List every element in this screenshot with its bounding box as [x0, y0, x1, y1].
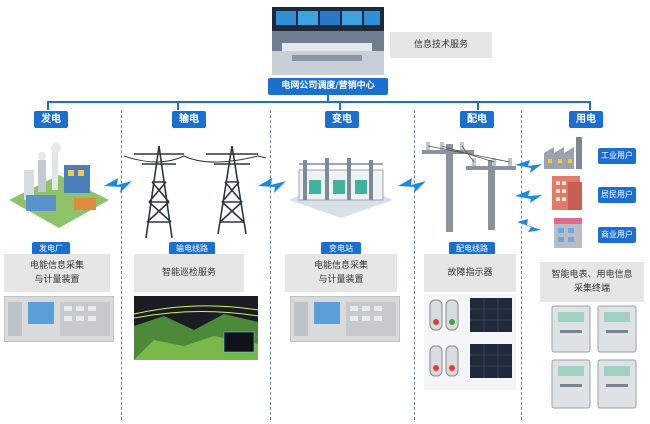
- center-title: 电网公司调度/营销中心: [268, 78, 388, 95]
- user-industrial: 工业用户: [598, 148, 636, 164]
- distribution-pole: [420, 138, 518, 234]
- power-plant-illustration: [4, 140, 114, 240]
- tag-power-plant: 发电厂: [32, 242, 70, 255]
- stage-substation-label: 变电: [332, 114, 352, 125]
- user-residential: 居民用户: [598, 187, 636, 203]
- connector-tree: [47, 95, 591, 110]
- center-title-text: 电网公司调度/营销中心: [281, 81, 375, 91]
- stage-generation-label: 发电: [41, 114, 61, 125]
- stage-generation: 发电: [34, 111, 68, 128]
- service-transmission-text: 智能巡检服务: [161, 268, 216, 278]
- substation-illustration: [285, 150, 397, 218]
- meter-cabinet-photo-2: [290, 296, 400, 342]
- bolt-icon-3: [398, 178, 426, 193]
- residential-building-icon: [548, 172, 586, 212]
- stage-consumption: 用电: [569, 111, 603, 128]
- tag-transmission-line-text: 输电线路: [176, 244, 208, 253]
- stage-transmission: 输电: [172, 111, 206, 128]
- service-box-power-plant: 电能信息采集 与计量装置: [4, 254, 110, 292]
- info-service-label: 信息技术服务: [413, 40, 468, 50]
- service-substation-line1: 电能信息采集: [313, 261, 368, 271]
- service-consumption-line2: 采集终端: [573, 284, 610, 294]
- meter-cabinet-photo-1: [4, 296, 114, 342]
- commercial-building-icon: [548, 212, 588, 252]
- tag-distribution-line: 配电线路: [449, 242, 495, 255]
- user-industrial-label: 工业用户: [601, 151, 633, 160]
- separator-1: [121, 110, 122, 420]
- service-substation-line2: 与计量装置: [318, 275, 364, 285]
- smart-meter-photo: [546, 304, 642, 412]
- service-box-distribution: 故障指示器: [424, 254, 516, 292]
- service-box-substation: 电能信息采集 与计量装置: [285, 254, 397, 292]
- service-power-plant-line2: 与计量装置: [34, 275, 80, 285]
- user-residential-label: 居民用户: [601, 190, 633, 199]
- fault-indicator-photo: [424, 294, 516, 390]
- tag-distribution-line-text: 配电线路: [456, 244, 488, 253]
- transmission-towers: [124, 142, 266, 240]
- info-service-box: 信息技术服务: [390, 32, 492, 58]
- bolt-icon-6: [517, 219, 541, 232]
- stage-distribution-label: 配电: [467, 114, 487, 125]
- control-center-photo: [272, 7, 384, 75]
- tag-transmission-line: 输电线路: [169, 242, 215, 255]
- inspection-photo: [134, 296, 258, 360]
- bolt-icon-5: [515, 190, 542, 203]
- bolt-icon-4: [515, 160, 542, 173]
- service-box-transmission: 智能巡检服务: [134, 254, 244, 292]
- separator-4: [521, 110, 522, 420]
- stage-distribution: 配电: [460, 111, 494, 128]
- stage-transmission-label: 输电: [179, 114, 199, 125]
- service-box-consumption: 智能电表、用电信息 采集终端: [540, 262, 644, 302]
- separator-3: [414, 110, 415, 420]
- user-commercial: 商业用户: [598, 227, 636, 243]
- stage-substation: 变电: [325, 111, 359, 128]
- service-distribution-text: 故障指示器: [447, 268, 493, 278]
- tag-power-plant-text: 发电厂: [39, 244, 63, 253]
- bolt-icon-2: [258, 178, 286, 193]
- tag-substation: 变电站: [321, 242, 361, 255]
- stage-consumption-label: 用电: [576, 114, 596, 125]
- separator-2: [270, 110, 271, 420]
- industrial-building-icon: [540, 135, 588, 171]
- service-consumption-line1: 智能电表、用电信息: [551, 270, 633, 280]
- service-power-plant-line1: 电能信息采集: [29, 261, 84, 271]
- tag-substation-text: 变电站: [329, 244, 353, 253]
- bolt-icon-1: [104, 178, 132, 193]
- user-commercial-label: 商业用户: [601, 230, 633, 239]
